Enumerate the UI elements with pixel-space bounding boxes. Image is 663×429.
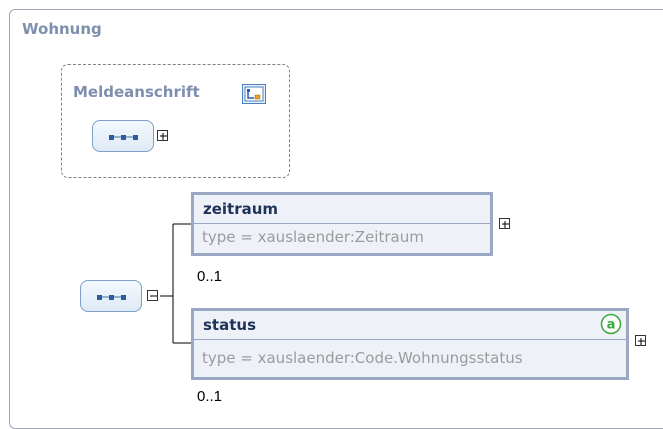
element-zeitraum[interactable]: zeitraum type = xauslaender:Zeitraum (191, 192, 493, 256)
element-type: type = xauslaender:Code.Wohnungsstatus (202, 349, 523, 367)
connector-lines (160, 223, 192, 344)
sequence-compositor-icon (109, 135, 138, 140)
attributes-icon[interactable]: a (600, 313, 622, 335)
wohnung-sequence-box[interactable] (80, 280, 142, 312)
element-status[interactable]: status type = xauslaender:Code.Wohnungss… (191, 308, 629, 380)
wohnung-title: Wohnung (22, 20, 102, 38)
element-name: zeitraum (203, 200, 279, 218)
element-divider (194, 223, 490, 224)
schema-group-reference-icon (242, 84, 266, 104)
expand-plus-icon[interactable] (635, 335, 646, 346)
occurrence-zeitraum: 0..1 (197, 268, 223, 285)
collapse-minus-icon[interactable] (147, 290, 158, 301)
expand-plus-icon[interactable] (157, 130, 168, 141)
svg-text:a: a (607, 318, 616, 333)
element-name: status (203, 316, 256, 334)
meldeanschrift-group-box[interactable] (61, 64, 290, 178)
meldeanschrift-title: Meldeanschrift (73, 83, 200, 101)
sequence-compositor-icon (97, 295, 126, 300)
element-divider (194, 339, 626, 340)
meldeanschrift-sequence-box[interactable] (92, 120, 154, 152)
expand-plus-icon[interactable] (499, 218, 510, 229)
occurrence-status: 0..1 (197, 388, 223, 405)
element-type: type = xauslaender:Zeitraum (202, 228, 424, 246)
